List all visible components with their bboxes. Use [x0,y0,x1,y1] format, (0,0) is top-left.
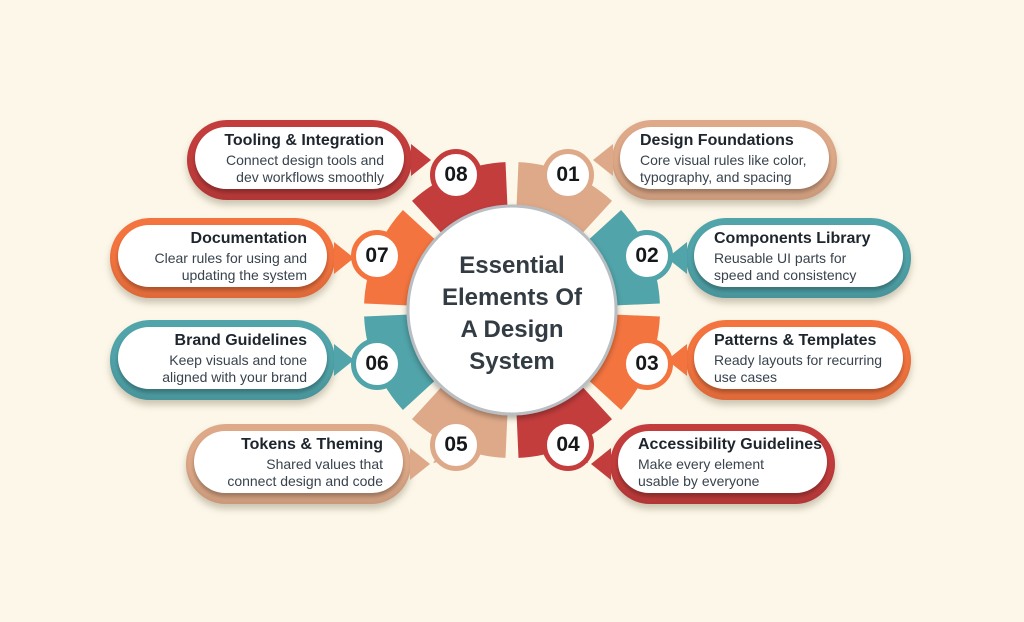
card-body: Documentation Clear rules for using and … [118,225,327,287]
step-badge-02: 02 [621,230,673,282]
card-title: Accessibility Guidelines [638,435,823,453]
card-body: Accessibility Guidelines Make every elem… [618,431,827,493]
item-card-design-foundations: Design Foundations Core visual rules lik… [593,120,837,200]
card-title: Brand Guidelines [174,331,307,349]
card-description: Core visual rules like color, typography… [640,151,807,185]
card-body: Brand Guidelines Keep visuals and tone a… [118,327,327,389]
item-card-accessibility-guidelines: Accessibility Guidelines Make every elem… [591,424,835,504]
step-number: 05 [444,433,468,456]
card-description: Keep visuals and tone aligned with your … [162,351,307,385]
item-card-tokens-theming: Tokens & Theming Shared values that conn… [186,424,430,504]
card-title: Design Foundations [640,131,794,149]
card-title: Tokens & Theming [241,435,383,453]
card-body: Components Library Reusable UI parts for… [694,225,903,287]
step-number: 02 [635,244,659,267]
step-number: 07 [365,244,389,267]
center-title: Essential Elements Of A Design System [407,250,617,378]
center-circle [406,204,618,416]
card-title: Patterns & Templates [714,331,877,349]
card-pointer-arrow [334,242,354,274]
card-pointer-arrow [591,448,611,480]
card-title: Tooling & Integration [224,131,384,149]
card-title: Documentation [190,229,307,247]
card-pointer-arrow [411,144,431,176]
card-pointer-arrow [593,144,613,176]
card-description: Ready layouts for recurring use cases [714,351,883,385]
step-badge-07: 07 [351,230,403,282]
card-body: Tooling & Integration Connect design too… [195,127,404,189]
item-card-documentation: Documentation Clear rules for using and … [110,218,354,298]
card-pointer-arrow [334,344,354,376]
item-card-patterns-templates: Patterns & Templates Ready layouts for r… [667,320,911,400]
card-pointer-arrow [410,448,430,480]
item-card-components-library: Components Library Reusable UI parts for… [667,218,911,298]
center-title-line: Essential [459,252,565,279]
card-description: Connect design tools and dev workflows s… [226,151,384,185]
step-badge-01: 01 [542,149,594,201]
card-body: Patterns & Templates Ready layouts for r… [694,327,903,389]
step-number: 06 [365,352,389,375]
card-description: Shared values that connect design and co… [227,455,383,489]
card-body: Tokens & Theming Shared values that conn… [194,431,403,493]
step-badge-05: 05 [430,419,482,471]
item-card-brand-guidelines: Brand Guidelines Keep visuals and tone a… [110,320,354,400]
step-badge-06: 06 [351,338,403,390]
step-badge-08: 08 [430,149,482,201]
step-number: 08 [444,163,468,186]
card-description: Reusable UI parts for speed and consiste… [714,249,857,283]
center-title-line: A Design [460,316,564,343]
step-number: 04 [556,433,580,456]
step-badge-03: 03 [621,338,673,390]
step-badge-04: 04 [542,419,594,471]
center-title-line: System [469,348,555,375]
card-description: Make every element usable by everyone [638,455,765,489]
center-title-line: Elements Of [441,284,583,311]
step-number: 03 [635,352,659,375]
step-number: 01 [556,163,580,186]
card-description: Clear rules for using and updating the s… [154,249,307,283]
item-card-tooling-integration: Tooling & Integration Connect design too… [187,120,431,200]
card-body: Design Foundations Core visual rules lik… [620,127,829,189]
card-title: Components Library [714,229,871,247]
